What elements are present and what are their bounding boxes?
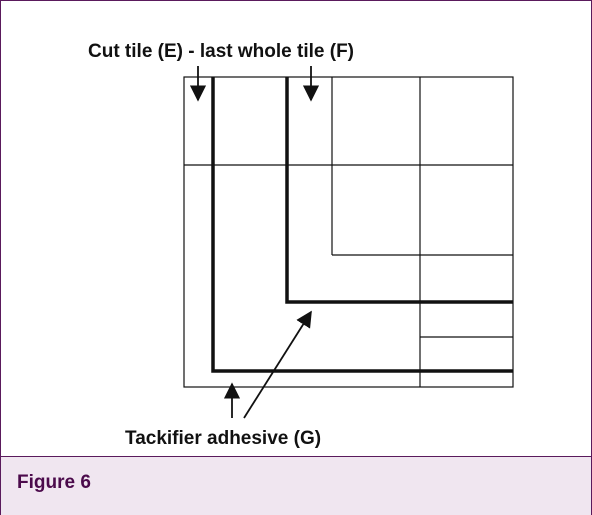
- caption-bar: Figure 6: [1, 456, 591, 515]
- arrow-adhesive-upper: [243, 310, 312, 419]
- figure-caption: Figure 6: [17, 472, 91, 493]
- cut-tile-boundary: [211, 77, 513, 373]
- label-cut-tile-last-whole-tile: Cut tile (E) - last whole tile (F): [88, 41, 354, 62]
- tile-grid: [183, 76, 514, 388]
- whole-tile-boundary: [285, 77, 513, 304]
- arrows: [189, 66, 320, 419]
- outer-tile-border: [183, 76, 514, 388]
- label-tackifier-adhesive: Tackifier adhesive (G): [125, 428, 321, 449]
- tile-layout-diagram: Cut tile (E) - last whole tile (F) Tacki…: [88, 41, 514, 449]
- tile-boundaries: [211, 77, 513, 373]
